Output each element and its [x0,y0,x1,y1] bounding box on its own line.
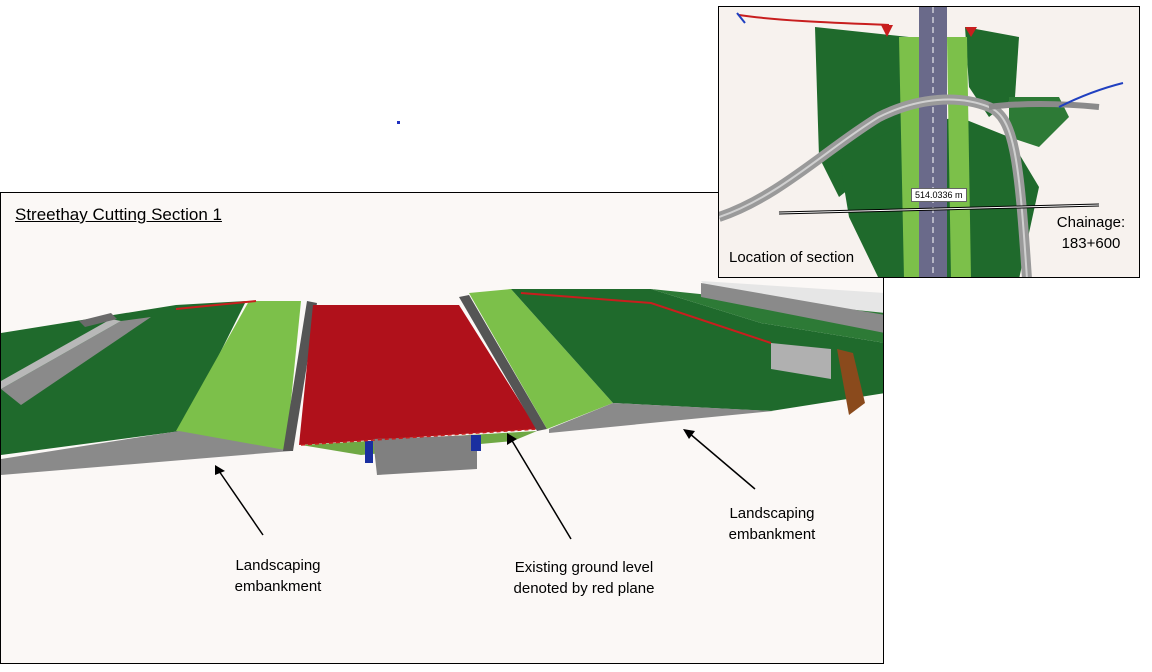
bridge-deck [771,343,831,379]
map-blue-line-right [1058,82,1124,108]
left-embankment-callout: Landscaping embankment [223,555,333,597]
section-location-line-inner [778,204,1100,214]
right-embankment-arrowhead [683,429,695,439]
chainage-label: Chainage: 183+600 [1055,212,1127,254]
map-curved-road-edge [719,98,1028,277]
left-boundary-line [175,300,257,310]
left-base-slab [1,431,291,475]
stray-dot [397,121,400,124]
existing-ground-red-plane [299,305,537,445]
right-blue-marker [471,435,481,451]
map-green-area-right [1009,97,1069,147]
location-of-section-label: Location of section [729,249,855,266]
right-road [701,283,883,333]
left-road [1,317,151,405]
ground-level-callout: Existing ground level denoted by red pla… [499,557,669,599]
ground-level-arrowhead [507,433,517,445]
map-blue-line-top [736,12,746,24]
left-retaining-wall [283,301,317,451]
left-landscaping-embankment [176,301,301,451]
right-dark-green-ground [511,289,883,411]
map-green-area-top-right [965,27,1019,117]
measurement-label: 514.0336 m [911,188,967,202]
chainage-label-line1: Chainage: [1056,214,1126,231]
left-blue-marker [365,441,373,463]
right-boundary-line [520,292,772,344]
right-base-slab [549,403,773,433]
distant-road [701,281,883,313]
right-slope [651,289,883,343]
bridge-abutment [837,349,865,415]
ground-level-callout-line1: Existing ground level [514,559,654,576]
ground-level-callout-line2: denoted by red plane [513,580,655,597]
map-verge-right [947,37,971,277]
left-road-edge [1,319,121,389]
centre-structure-box [373,435,477,475]
right-embankment-callout-line2: embankment [728,526,816,543]
map-side-road [988,101,1100,110]
map-verge-left [899,37,924,277]
left-embankment-callout-line1: Landscaping [235,557,321,574]
right-embankment-callout: Landscaping embankment [717,503,827,545]
left-embankment-callout-line2: embankment [234,578,322,595]
section-model-render [1,281,883,540]
left-barrier [79,313,117,327]
chainage-value: 183+600 [1061,235,1121,252]
left-embankment-arrowhead [215,465,225,475]
map-red-line-top [738,14,890,26]
location-map-inset: 514.0336 m Chainage: 183+600 Location of… [718,6,1140,278]
section-title: Streethay Cutting Section 1 [15,205,222,224]
right-embankment-arrow [688,432,756,490]
map-red-marker-left [881,25,893,37]
ground-level-arrow [510,438,572,540]
right-embankment-callout-line1: Landscaping [729,505,815,522]
right-retaining-wall [459,295,547,431]
map-red-marker-right [965,27,977,37]
location-map-render [719,7,1124,277]
right-landscaping-embankment [469,289,613,429]
ground-level-line [300,428,538,446]
left-embankment-arrow [218,470,264,536]
